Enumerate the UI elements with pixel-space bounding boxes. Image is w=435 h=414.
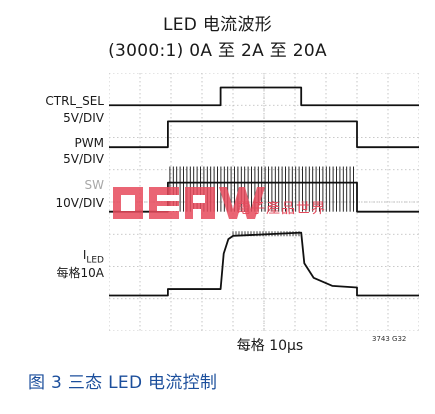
label-iled: ILED bbox=[20, 248, 104, 267]
watermark-logo bbox=[113, 187, 265, 219]
trace-iled bbox=[109, 231, 419, 297]
iled-ripple bbox=[232, 231, 300, 237]
trace-pwm bbox=[109, 120, 419, 149]
chart-title: LED 电流波形 bbox=[162, 15, 273, 35]
label-ctrl-sel: CTRL_SEL bbox=[45, 94, 104, 108]
x-axis-label: 每格 10μs bbox=[236, 338, 304, 354]
figure-caption: 图 3 三态 LED 电流控制 bbox=[28, 373, 218, 393]
label-iled-scale: 每格10A bbox=[56, 266, 104, 280]
watermark-text: 電子產品世界 bbox=[236, 201, 326, 217]
label-pwm-scale: 5V/DIV bbox=[63, 152, 104, 166]
chart-subtitle: (3000:1) 0A 至 2A 至 20A bbox=[108, 41, 327, 61]
label-iled-sub: LED bbox=[86, 255, 104, 266]
figure-code: 3743 G32 bbox=[372, 335, 407, 343]
trace-ctrl-sel bbox=[109, 86, 419, 107]
label-iled-main: I bbox=[82, 248, 87, 262]
label-ctrl-sel-scale: 5V/DIV bbox=[63, 111, 104, 125]
label-sw-scale: 10V/DIV bbox=[55, 196, 104, 210]
label-sw: SW bbox=[84, 178, 104, 192]
label-pwm: PWM bbox=[74, 136, 104, 150]
